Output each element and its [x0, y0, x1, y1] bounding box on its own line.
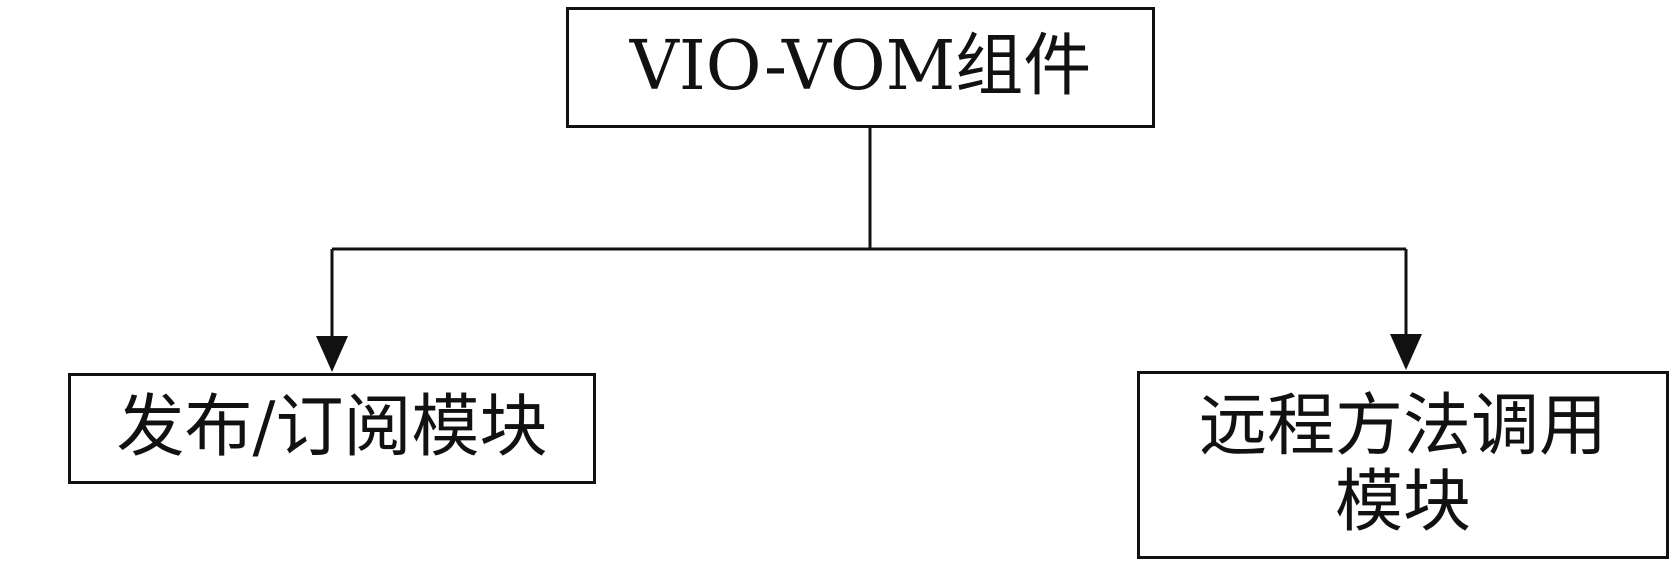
- child-node-label-publish-subscribe: 发布/订阅模块: [116, 388, 548, 468]
- child-node-publish-subscribe: 发布/订阅模块: [68, 373, 596, 484]
- child-node-label-rpc-line1: 远程方法调用: [1198, 386, 1607, 466]
- left-arrowhead-icon: [316, 336, 348, 372]
- child-node-label-rpc-line2: 模块: [1334, 463, 1471, 542]
- child-node-rpc: 远程方法调用 模块: [1137, 371, 1669, 559]
- right-arrowhead-icon: [1390, 334, 1422, 370]
- root-node-vio-vom: VIO-VOM组件: [566, 7, 1155, 128]
- child-node-label-rpc: 远程方法调用 模块: [1198, 386, 1607, 542]
- root-node-label: VIO-VOM组件: [629, 27, 1092, 107]
